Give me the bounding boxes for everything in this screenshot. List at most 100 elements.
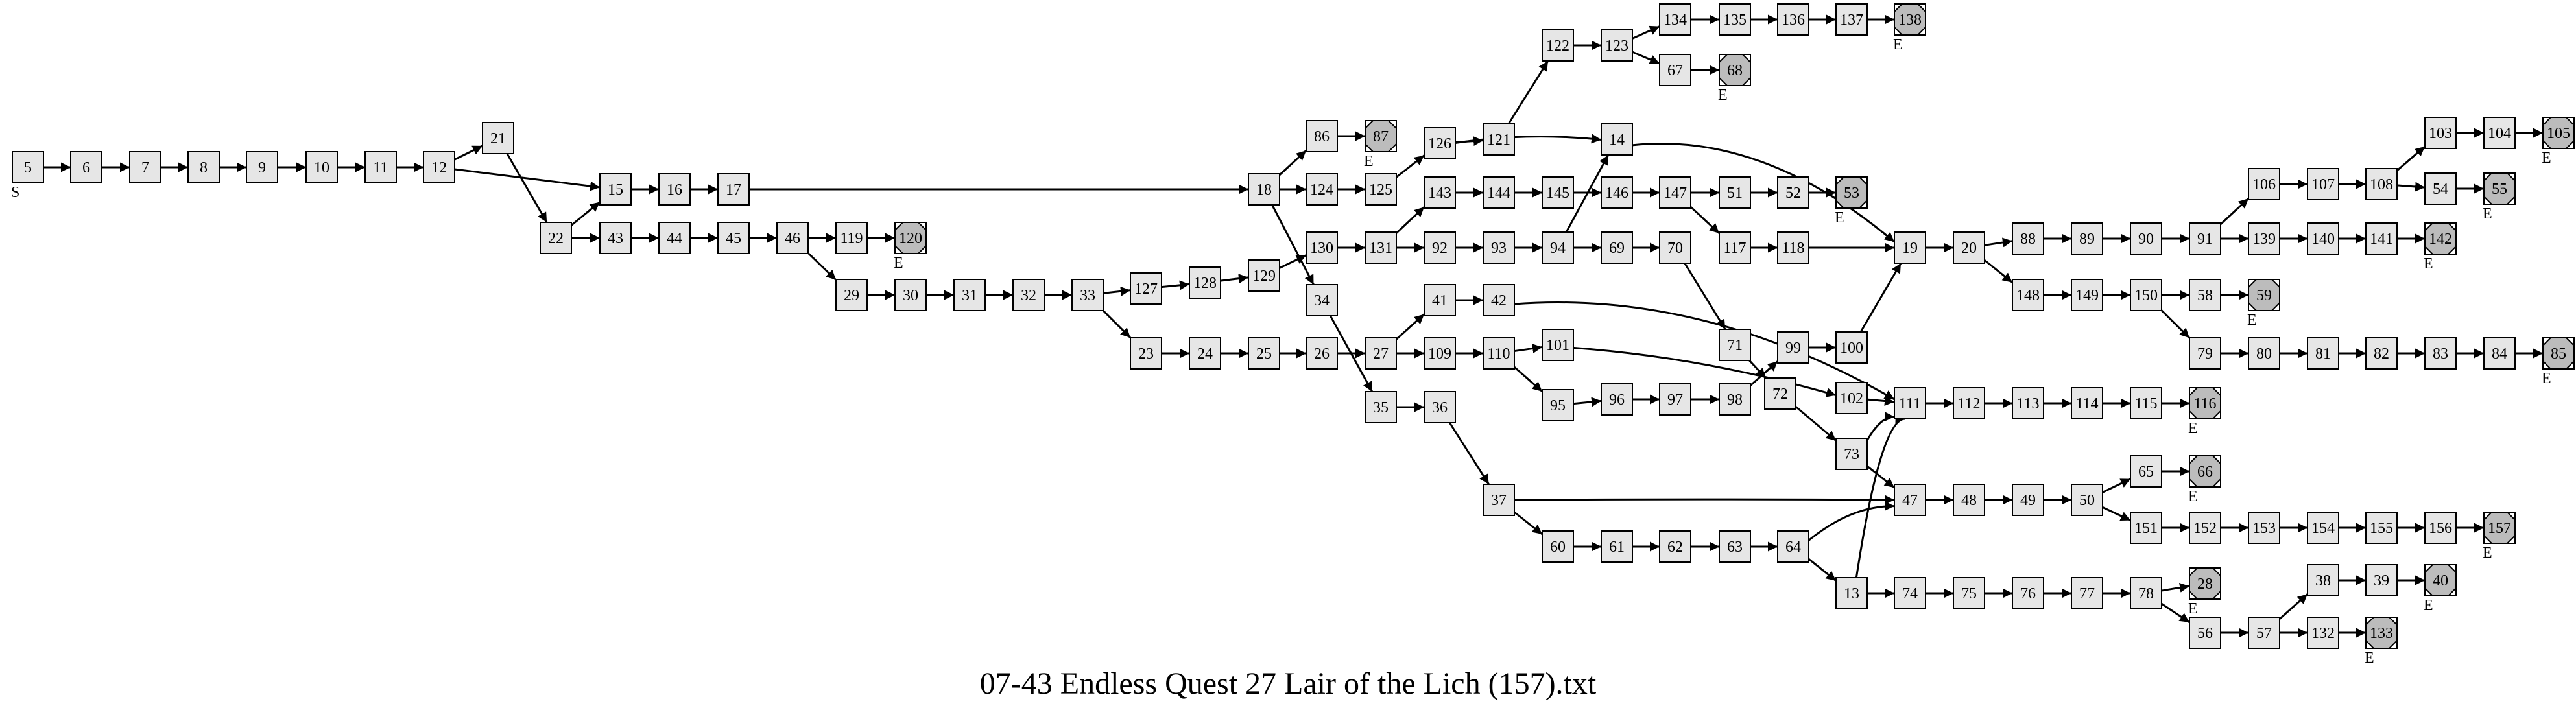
node-52: 52	[1777, 176, 1809, 209]
node-label: 12	[431, 159, 447, 176]
node-90: 90	[2130, 222, 2162, 255]
node-57: 57	[2248, 617, 2280, 649]
node-label: 80	[2256, 346, 2272, 362]
node-25: 25	[1248, 337, 1280, 370]
node-24: 24	[1189, 337, 1221, 370]
edge-102-to-111	[1866, 396, 1895, 407]
ending-corner-mark	[2564, 117, 2575, 127]
node-label: 112	[1957, 395, 1980, 412]
ending-corner-mark	[1894, 3, 1904, 14]
ending-corner-mark	[2564, 337, 2575, 348]
node-label: 95	[1550, 397, 1566, 414]
node-141: 141	[2365, 222, 2398, 255]
node-label: 103	[2429, 125, 2452, 142]
node-label: 140	[2311, 231, 2335, 248]
edge-123-to-134	[1632, 25, 1660, 40]
node-label: 149	[2075, 287, 2099, 304]
end-marker: E	[894, 255, 903, 272]
ending-corner-mark	[1719, 76, 1729, 86]
node-label: 34	[1314, 292, 1330, 309]
ending-corner-mark	[2505, 534, 2516, 544]
node-label: 123	[1605, 38, 1628, 54]
ending-corner-mark	[2505, 195, 2516, 205]
node-label: 89	[2079, 231, 2095, 248]
edge-64-to-47	[1808, 501, 1895, 541]
node-label: 111	[1899, 395, 1921, 412]
node-16: 16	[658, 173, 691, 206]
ending-corner-mark	[916, 222, 927, 232]
node-label: 17	[726, 182, 741, 198]
node-70: 70	[1659, 231, 1691, 264]
node-110: 110	[1483, 337, 1515, 370]
node-96: 96	[1601, 383, 1633, 416]
node-30: 30	[894, 279, 927, 311]
node-label: 51	[1727, 185, 1743, 202]
node-label: 42	[1491, 292, 1507, 309]
node-128: 128	[1189, 266, 1221, 299]
node-label: 134	[1664, 12, 1687, 29]
node-154: 154	[2307, 512, 2339, 544]
node-150: 150	[2130, 279, 2162, 311]
ending-corner-mark	[1916, 3, 1926, 14]
node-14: 14	[1601, 123, 1633, 156]
node-121: 121	[1483, 123, 1515, 156]
node-label: 121	[1487, 132, 1510, 148]
node-140: 140	[2307, 222, 2339, 255]
ending-corner-mark	[2211, 455, 2221, 466]
node-label: 16	[667, 182, 682, 198]
edge-57-to-38	[2279, 593, 2308, 620]
node-label: 157	[2488, 520, 2511, 537]
ending-corner-mark	[2211, 409, 2221, 419]
ending-corner-mark	[2542, 337, 2553, 348]
node-92: 92	[1424, 231, 1456, 264]
node-label: 24	[1197, 346, 1213, 362]
node-label: 71	[1727, 337, 1743, 354]
ending-corner-mark	[1857, 198, 1868, 209]
ending-corner-mark	[2564, 359, 2575, 370]
node-label: 53	[1844, 185, 1859, 202]
ending-node-28: 28	[2189, 567, 2221, 600]
node-label: 21	[490, 130, 506, 147]
ending-corner-mark	[2387, 639, 2398, 649]
node-127: 127	[1130, 272, 1162, 305]
node-label: 44	[667, 230, 682, 247]
ending-corner-mark	[2424, 244, 2435, 255]
ending-corner-mark	[2189, 455, 2199, 466]
node-label: 82	[2374, 346, 2389, 362]
node-label: 43	[608, 230, 623, 247]
end-marker: E	[1364, 153, 1374, 170]
ending-corner-mark	[2483, 172, 2494, 183]
end-marker: E	[2542, 150, 2551, 167]
node-label: 15	[608, 182, 623, 198]
node-label: 93	[1491, 240, 1507, 257]
node-124: 124	[1306, 173, 1338, 206]
node-71: 71	[1719, 329, 1751, 361]
ending-corner-mark	[2505, 512, 2516, 522]
ending-corner-mark	[1835, 176, 1846, 187]
edge-131-to-143	[1395, 206, 1425, 234]
node-label: 79	[2197, 346, 2213, 362]
edge-21-to-22	[506, 153, 548, 223]
end-marker: E	[1835, 209, 1844, 226]
node-label: 94	[1550, 240, 1566, 257]
ending-corner-mark	[1387, 142, 1397, 152]
ending-node-142: 142	[2424, 222, 2457, 255]
ending-corner-mark	[1916, 25, 1926, 36]
edge-147-to-117	[1689, 206, 1721, 234]
edge-110-to-95	[1514, 366, 1543, 393]
edge-95-to-96	[1573, 397, 1602, 407]
node-label: 7	[141, 159, 149, 176]
node-label: 87	[1373, 128, 1389, 145]
node-label: 60	[1550, 539, 1566, 556]
node-108: 108	[2365, 168, 2398, 200]
node-12: 12	[423, 151, 455, 183]
node-58: 58	[2189, 279, 2221, 311]
node-107: 107	[2307, 168, 2339, 200]
end-marker: E	[2483, 545, 2492, 561]
node-10: 10	[305, 151, 338, 183]
edge-101-to-102	[1573, 346, 1837, 397]
node-label: 138	[1898, 12, 1922, 29]
node-label: 56	[2197, 625, 2213, 642]
end-marker: E	[1718, 87, 1728, 104]
ending-corner-mark	[2446, 586, 2457, 596]
